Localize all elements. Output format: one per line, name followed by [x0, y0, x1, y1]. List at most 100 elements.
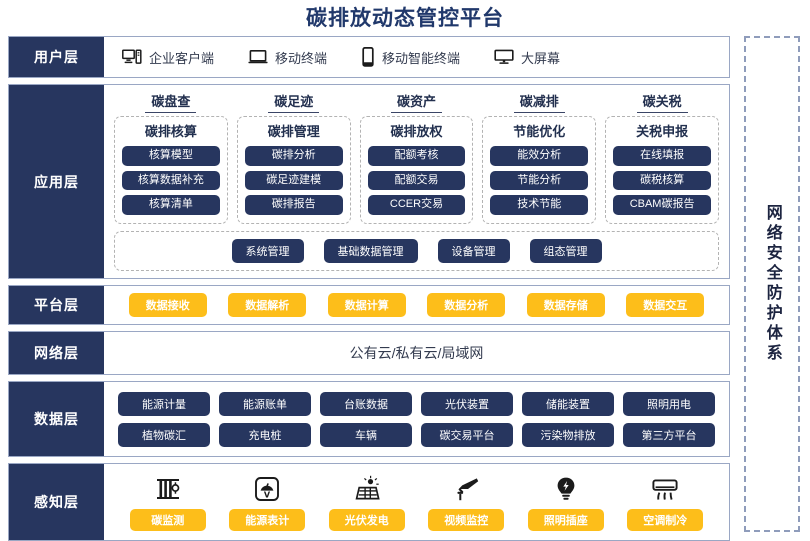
svg-text:V: V [264, 490, 271, 499]
layer-row-platform: 平台层 数据接收 数据解析 数据计算 数据分析 数据存储 数据交互 [8, 285, 730, 325]
page-title: 碳排放动态管控平台 [306, 7, 504, 30]
layer-row-user: 用户层 企业客户端 [8, 36, 730, 78]
data-layer-row-1: 能源计量 能源账单 台账数据 光伏装置 储能装置 照明用电 [118, 391, 715, 416]
platform-pill[interactable]: 数据接收 [128, 293, 207, 317]
app-column-box: 关税申报 在线填报 碳税核算 CBAM碳报告 [605, 116, 719, 224]
layer-label-platform: 平台层 [9, 286, 104, 324]
app-column-carbon-footprint: 碳足迹 碳排管理 碳排分析 碳足迹建模 碳排报告 [236, 91, 351, 224]
app-box-title: 碳排放权 [390, 124, 443, 139]
data-pill[interactable]: 照明用电 [623, 391, 715, 416]
user-item-label: 企业客户端 [149, 50, 215, 66]
management-pill-device[interactable]: 设备管理 [437, 239, 510, 263]
app-pill[interactable]: CBAM碳报告 [613, 195, 711, 215]
data-pill[interactable]: 台账数据 [320, 391, 412, 416]
data-pill[interactable]: 污染物排放 [522, 422, 614, 447]
app-box-title: 碳排核算 [144, 124, 197, 139]
app-column-carbon-inventory: 碳盘查 碳排核算 核算模型 核算数据补充 核算清单 [114, 91, 228, 224]
app-box-title: 关税申报 [636, 124, 689, 139]
perception-item-energy-meter[interactable]: V 能源表计 [229, 473, 306, 531]
app-pill[interactable]: 碳排报告 [244, 195, 343, 215]
user-item-label: 移动智能终端 [382, 50, 461, 66]
light-bulb-icon [552, 473, 580, 503]
perception-item-label: 视频监控 [428, 509, 505, 531]
network-layer-body: 公有云/私有云/局域网 [104, 332, 729, 374]
network-layer-text: 公有云/私有云/局域网 [349, 345, 484, 361]
layer-stack: 用户层 企业客户端 [8, 36, 730, 541]
app-pill[interactable]: 碳税核算 [613, 170, 711, 191]
app-pill[interactable]: 配额交易 [367, 170, 466, 191]
platform-pill[interactable]: 数据解析 [228, 293, 307, 317]
data-pill[interactable]: 充电桩 [219, 422, 311, 447]
data-pill[interactable]: 第三方平台 [623, 422, 715, 447]
air-conditioner-icon [650, 473, 680, 503]
perception-item-label: 碳监测 [129, 509, 206, 531]
platform-layer-body: 数据接收 数据解析 数据计算 数据分析 数据存储 数据交互 [104, 286, 729, 324]
data-pill[interactable]: 碳交易平台 [421, 422, 513, 447]
perception-item-video-surveillance[interactable]: 视频监控 [428, 473, 505, 531]
app-column-box: 碳排管理 碳排分析 碳足迹建模 碳排报告 [236, 116, 351, 224]
app-pill[interactable]: 核算模型 [122, 146, 220, 166]
app-column-carbon-reduction: 碳减排 节能优化 能效分析 节能分析 技术节能 [482, 91, 597, 224]
app-pill[interactable]: 节能分析 [490, 170, 589, 191]
solar-panel-icon [353, 473, 381, 503]
platform-pill[interactable]: 数据分析 [427, 293, 506, 317]
platform-pill[interactable]: 数据存储 [526, 293, 605, 317]
app-pill[interactable]: 碳足迹建模 [244, 170, 343, 191]
app-pill[interactable]: CCER交易 [367, 195, 466, 215]
data-pill[interactable]: 光伏装置 [421, 391, 513, 416]
app-column-box: 节能优化 能效分析 节能分析 技术节能 [482, 116, 597, 224]
perception-item-carbon-monitor[interactable]: 碳监测 [129, 473, 206, 531]
laptop-icon [248, 49, 268, 65]
perception-layer-body: 碳监测 V 能源表计 [104, 464, 729, 540]
app-pill[interactable]: 能效分析 [490, 146, 589, 166]
perception-item-lighting-socket[interactable]: 照明插座 [527, 473, 604, 531]
app-box-title: 碳排管理 [267, 124, 320, 139]
layer-label-data: 数据层 [9, 382, 104, 456]
cctv-camera-icon [451, 473, 481, 503]
user-layer-body: 企业客户端 移动终端 [104, 37, 729, 77]
layer-label-application: 应用层 [9, 85, 104, 278]
user-item-smart-terminal[interactable]: 移动智能终端 [361, 47, 460, 67]
app-pill[interactable]: 核算数据补充 [122, 170, 220, 191]
app-column-header: 碳关税 [636, 91, 688, 113]
app-pill[interactable]: 在线填报 [613, 146, 711, 166]
user-item-large-screen[interactable]: 大屏幕 [494, 48, 560, 67]
app-pill[interactable]: 配额考核 [367, 146, 466, 166]
app-column-carbon-tariff: 碳关税 关税申报 在线填报 碳税核算 CBAM碳报告 [605, 91, 719, 224]
large-screen-icon [494, 49, 514, 65]
desktop-tower-icon [122, 49, 142, 65]
user-item-label: 移动终端 [275, 50, 328, 66]
app-pill[interactable]: 核算清单 [122, 195, 220, 215]
app-column-box: 碳排核算 核算模型 核算数据补充 核算清单 [114, 116, 228, 224]
network-security-label: 网络安全防护体系 [763, 204, 781, 364]
data-pill[interactable]: 能源账单 [219, 391, 311, 416]
layer-row-perception: 感知层 碳 [8, 463, 730, 541]
perception-item-solar[interactable]: 光伏发电 [328, 473, 405, 531]
layer-label-user: 用户层 [9, 37, 104, 77]
platform-pill[interactable]: 数据交互 [626, 293, 705, 317]
layer-row-network: 网络层 公有云/私有云/局域网 [8, 331, 730, 375]
user-item-mobile-terminal[interactable]: 移动终端 [248, 48, 327, 67]
app-column-box: 碳排放权 配额考核 配额交易 CCER交易 [359, 116, 474, 224]
data-pill[interactable]: 储能装置 [522, 391, 614, 416]
data-pill[interactable]: 能源计量 [118, 391, 210, 416]
app-column-header: 碳资产 [390, 91, 442, 113]
app-box-title: 节能优化 [513, 124, 566, 139]
management-pill-configuration[interactable]: 组态管理 [529, 239, 602, 263]
app-pill[interactable]: 碳排分析 [244, 146, 343, 166]
network-security-column: 网络安全防护体系 [744, 36, 800, 532]
user-item-enterprise-client[interactable]: 企业客户端 [122, 48, 214, 67]
management-pill-system[interactable]: 系统管理 [231, 239, 304, 263]
management-pill-basic-data[interactable]: 基础数据管理 [323, 239, 418, 263]
perception-item-air-conditioning[interactable]: 空调制冷 [627, 473, 704, 531]
app-pill[interactable]: 技术节能 [490, 195, 589, 215]
layer-label-network: 网络层 [9, 332, 104, 374]
app-column-header: 碳足迹 [268, 91, 320, 113]
platform-pill[interactable]: 数据计算 [327, 293, 406, 317]
smartphone-icon [361, 47, 375, 67]
data-pill[interactable]: 植物碳汇 [118, 422, 210, 447]
user-item-label: 大屏幕 [521, 50, 561, 66]
data-pill[interactable]: 车辆 [320, 422, 412, 447]
management-box: 系统管理 基础数据管理 设备管理 组态管理 [114, 231, 719, 271]
